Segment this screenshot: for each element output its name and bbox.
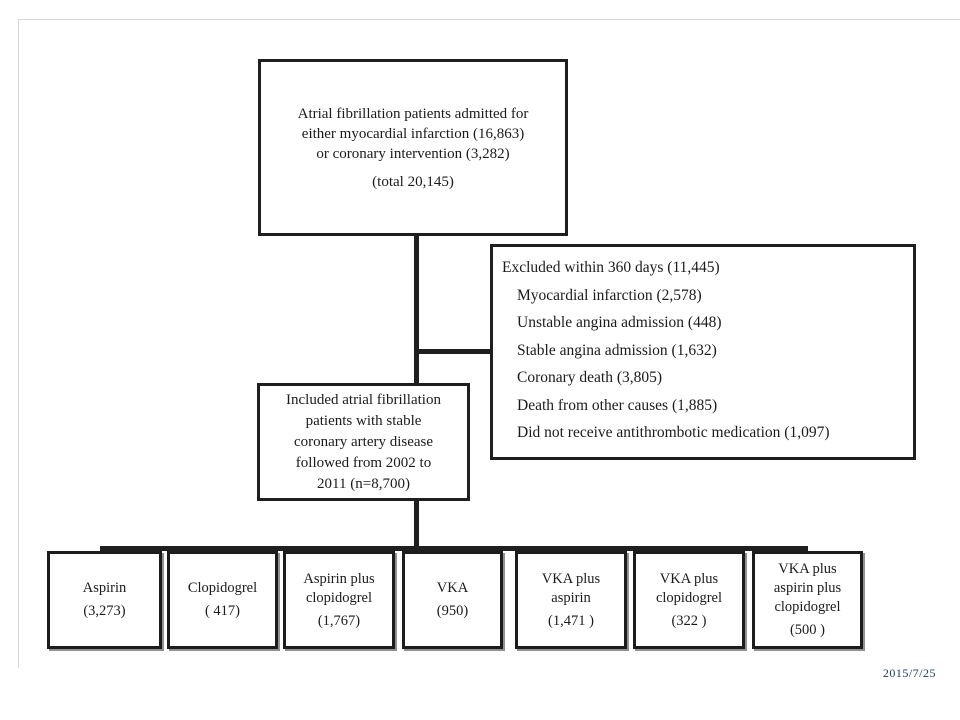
slide-date: 2015/7/25 — [882, 666, 936, 680]
treatment-box-vka-aspirin-clopidogrel: VKA plus aspirin plus clopidogrel (500 ) — [752, 551, 863, 649]
slide-border-frame — [18, 19, 960, 668]
treatment-box-aspirin-clopidogrel: Aspirin plus clopidogrel (1,767) — [283, 551, 395, 649]
treatment-name: VKA plus aspirin — [541, 570, 601, 606]
treatment-count: (3,273) — [83, 603, 126, 619]
treatment-box-aspirin: Aspirin (3,273) — [47, 551, 162, 649]
included-box-line: 2011 (n=8,700) — [317, 475, 410, 492]
included-box-line: patients with stable — [305, 412, 422, 429]
treatment-name: VKA — [436, 580, 469, 596]
included-population-box: Included atrial fibrillation patients wi… — [257, 383, 470, 501]
treatment-box-vka-aspirin: VKA plus aspirin (1,471 ) — [515, 551, 627, 649]
excluded-box: Excluded within 360 days (11,445) Myocar… — [490, 244, 916, 460]
source-box-line: Atrial fibrillation patients admitted fo… — [297, 105, 529, 122]
treatment-name: VKA plus clopidogrel — [655, 570, 723, 606]
treatment-box-clopidogrel: Clopidogrel ( 417) — [167, 551, 278, 649]
connector-included-to-treatments — [414, 497, 419, 553]
treatment-count: (1,767) — [317, 612, 361, 629]
source-box-line: either myocardial infarction (16,863) — [301, 125, 525, 142]
treatment-box-vka: VKA (950) — [402, 551, 503, 649]
treatment-count: (1,471 ) — [548, 612, 594, 629]
source-box-line: or coronary intervention (3,282) — [316, 145, 510, 162]
connector-treatments-rail — [100, 546, 808, 551]
excluded-item: Death from other causes (1,885) — [517, 396, 718, 414]
included-box-line: Included atrial fibrillation — [286, 391, 441, 408]
included-box-line: coronary artery disease — [293, 433, 434, 450]
source-population-box: Atrial fibrillation patients admitted fo… — [258, 59, 568, 236]
excluded-item: Did not receive antithrombotic medicatio… — [517, 424, 830, 441]
treatment-count: (322 ) — [671, 612, 707, 629]
treatment-name: Aspirin — [82, 580, 127, 596]
excluded-box-title: Excluded within 360 days (11,445) — [502, 259, 720, 276]
treatment-count: (500 ) — [789, 622, 826, 638]
treatment-count: ( 417) — [204, 603, 241, 619]
excluded-item: Stable angina admission (1,632) — [517, 341, 717, 359]
treatment-box-vka-clopidogrel: VKA plus clopidogrel (322 ) — [633, 551, 745, 649]
treatment-name: Aspirin plus clopidogrel — [303, 570, 375, 606]
treatment-name: VKA plus aspirin plus clopidogrel — [773, 561, 842, 615]
excluded-item: Coronary death (3,805) — [517, 369, 663, 386]
source-box-total: (total 20,145) — [372, 173, 454, 190]
connector-source-to-included — [414, 233, 419, 386]
excluded-item: Unstable angina admission (448) — [517, 314, 722, 331]
included-box-line: followed from 2002 to — [295, 454, 432, 471]
excluded-item: Myocardial infarction (2,578) — [517, 286, 702, 304]
treatment-name: Clopidogrel — [187, 580, 258, 596]
connector-branch-to-excluded — [414, 349, 493, 354]
treatment-count: (950) — [436, 603, 469, 619]
